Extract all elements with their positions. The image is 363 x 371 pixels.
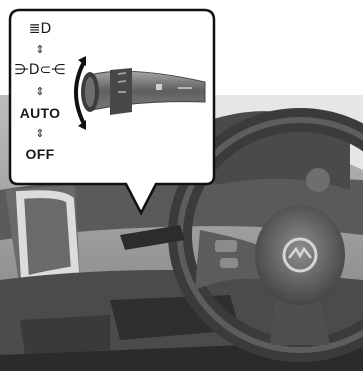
switch-arrow-icon: ⇕ <box>10 44 70 56</box>
mode-auto-label: AUTO <box>10 105 70 121</box>
lighting-lever <box>70 40 210 140</box>
parking-light-icon: ⋺D⊂⋲ <box>10 63 70 77</box>
switch-arrow-icon: ⇕ <box>10 86 70 98</box>
switch-arrow-icon: ⇕ <box>10 128 70 140</box>
mode-off-label: OFF <box>10 146 70 162</box>
headlight-high-beam-icon: ≣D <box>10 22 70 36</box>
